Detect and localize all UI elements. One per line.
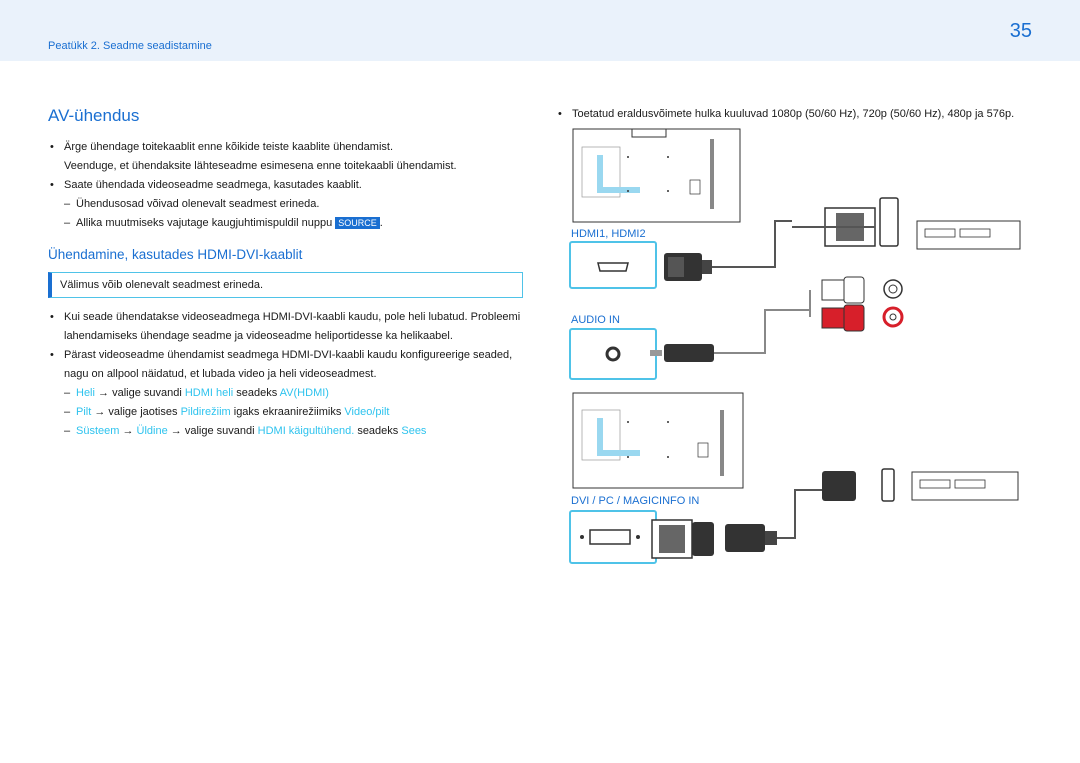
steps-list: – Heli → valige suvandi HDMI heli seadek… — [64, 384, 523, 441]
list-item: • Ärge ühendage toitekaablit enne kõikid… — [48, 138, 523, 176]
video-player-icon — [916, 220, 1021, 250]
page-number: 35 — [1009, 20, 1032, 42]
white-rca-icon — [821, 276, 903, 304]
audio-label: AUDIO IN — [571, 314, 620, 326]
note-box: Välimus võib olenevalt seadmest erineda. — [48, 272, 523, 298]
bullet-icon: • — [50, 179, 54, 191]
right-column: • Toetatud eraldusvõimete hulka kuuluvad… — [556, 106, 1036, 123]
display-back-icon — [572, 392, 744, 489]
bullet-icon: • — [50, 141, 54, 153]
bullet-icon: • — [50, 311, 54, 323]
left-column: AV-ühendus • Ärge ühendage toitekaablit … — [48, 106, 523, 441]
section-heading: AV-ühendus — [48, 106, 140, 125]
sub-list-item: – Ühendusosad võivad olenevalt seadmest … — [64, 198, 320, 210]
detail-list: • Kui seade ühendatakse videoseadmega HD… — [48, 308, 523, 441]
resolution-note: • Toetatud eraldusvõimete hulka kuuluvad… — [558, 108, 1015, 120]
sub-list-item: – Allika muutmiseks vajutage kaugjuhtimi… — [64, 217, 383, 230]
page-header: Peatükk 2. Seadme seadistamine 35 — [0, 0, 1080, 61]
source-key: SOURCE — [335, 217, 380, 230]
list-item: • Kui seade ühendatakse videoseadmega HD… — [48, 308, 523, 346]
video-player-icon — [911, 471, 1019, 501]
hdmi-label: HDMI1, HDMI2 — [571, 228, 646, 240]
step-item: – Heli → valige suvandi HDMI heli seadek… — [64, 387, 329, 399]
subsection-heading: Ühendamine, kasutades HDMI-DVI-kaablit — [48, 247, 303, 262]
dvi-label: DVI / PC / MAGICINFO IN — [571, 495, 700, 507]
red-rca-icon — [821, 304, 904, 332]
sub-list: – Ühendusosad võivad olenevalt seadmest … — [64, 195, 523, 233]
intro-list: • Ärge ühendage toitekaablit enne kõikid… — [48, 138, 523, 233]
step-item: – Pilt → valige jaotises Pildirežiim iga… — [64, 406, 390, 418]
audio-port-icon — [569, 328, 657, 380]
list-item: • Pärast videoseadme ühendamist seadmega… — [48, 346, 523, 441]
connection-diagram — [569, 128, 1021, 564]
step-item: – Süsteem → Üldine → valige suvandi HDMI… — [64, 425, 427, 437]
bullet-icon: • — [50, 349, 54, 361]
list-item: • Saate ühendada videoseadme seadmega, k… — [48, 176, 523, 233]
display-back-icon — [572, 128, 741, 223]
chapter-title: Peatükk 2. Seadme seadistamine — [48, 40, 212, 52]
